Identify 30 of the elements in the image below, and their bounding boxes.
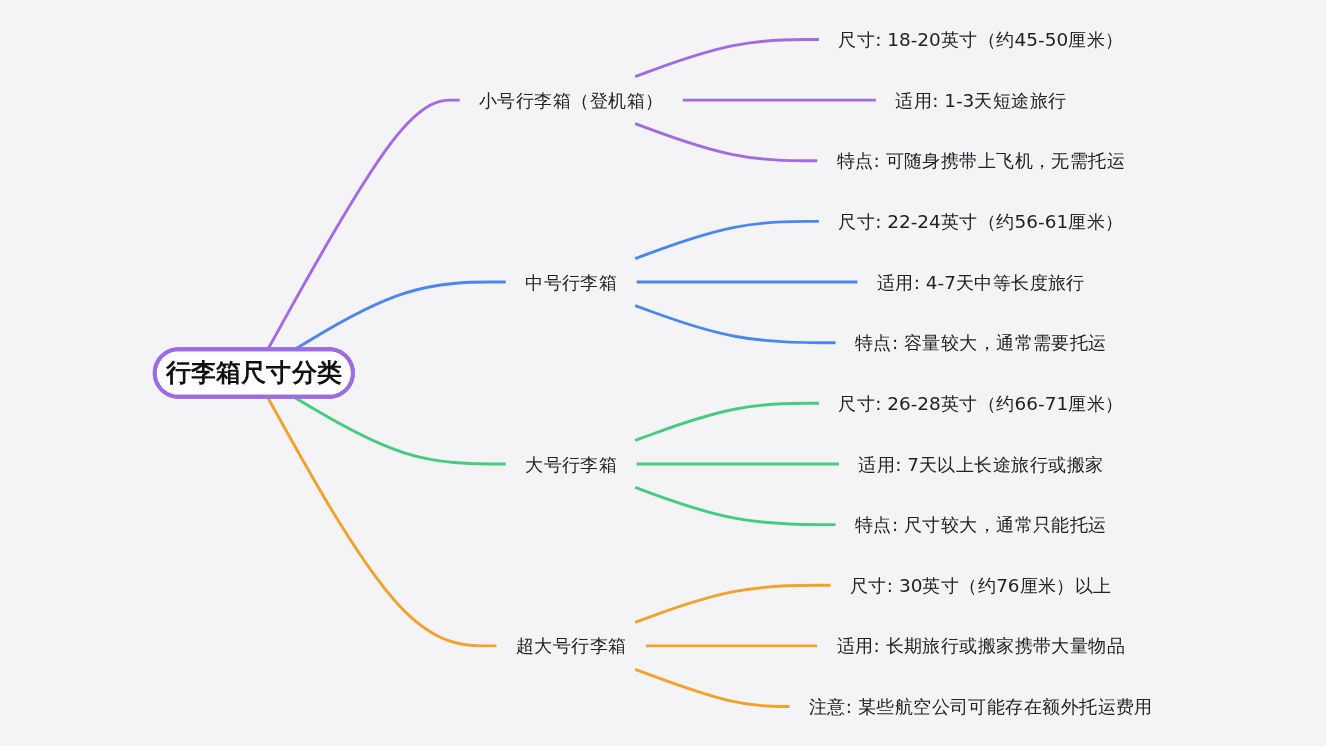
node-text: 尺寸: 18-20英寸（约45-50厘米） xyxy=(837,28,1123,50)
node-text: 中号行李箱 xyxy=(524,271,617,293)
connector xyxy=(645,644,817,648)
connector xyxy=(634,38,819,78)
node-text: 尺寸: 30英寸（约76厘米）以上 xyxy=(849,574,1112,596)
node-text: 超大号行李箱 xyxy=(515,634,627,657)
connector xyxy=(634,122,817,163)
node-text: 大号行李箱 xyxy=(524,453,617,475)
node-text: 注意: 某些航空公司可能存在额外托运费用 xyxy=(808,695,1153,717)
connector xyxy=(636,280,857,284)
connector xyxy=(636,462,839,466)
connector xyxy=(634,219,819,260)
connector xyxy=(265,396,496,648)
connector xyxy=(634,401,819,442)
node-text: 小号行李箱（登机箱） xyxy=(478,89,663,111)
connector xyxy=(682,98,876,102)
node-text: 尺寸: 26-28英寸（约66-71厘米） xyxy=(837,392,1123,414)
node-text: 适用: 4-7天中等长度旅行 xyxy=(876,271,1085,293)
node-text: 适用: 1-3天短途旅行 xyxy=(894,89,1066,111)
connector xyxy=(634,583,831,624)
node-text: 尺寸: 22-24英寸（约56-61厘米） xyxy=(837,210,1123,232)
node-text: 适用: 长期旅行或搬家携带大量物品 xyxy=(836,634,1125,657)
node-text: 适用: 7天以上长途旅行或搬家 xyxy=(857,453,1103,475)
node-text: 特点: 容量较大，通常需要托运 xyxy=(854,331,1107,354)
connector xyxy=(634,668,789,708)
node-text: 特点: 可随身携带上飞机，无需托运 xyxy=(836,149,1125,172)
connector xyxy=(634,304,836,345)
node-text: 特点: 尺寸较大，通常只能托运 xyxy=(854,513,1107,536)
connector xyxy=(292,396,506,466)
connector xyxy=(634,486,836,527)
